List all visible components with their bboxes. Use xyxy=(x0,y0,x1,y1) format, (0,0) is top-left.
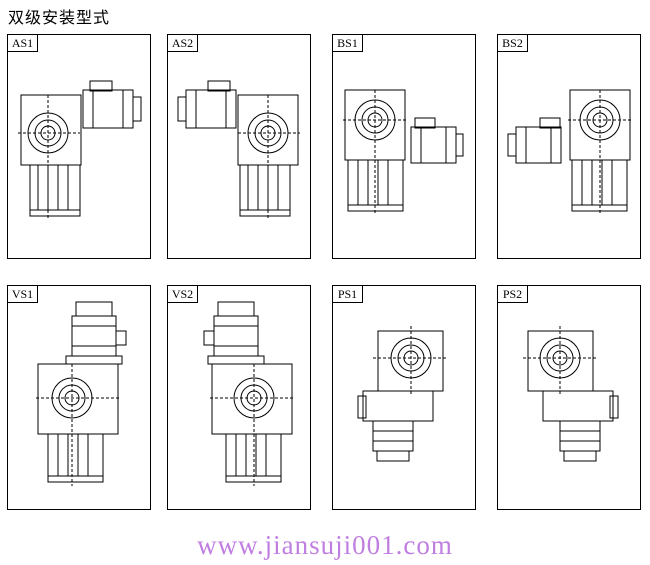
panel-label: VS1 xyxy=(8,286,38,303)
gearbox-drawing-vs2 xyxy=(203,301,294,486)
gearbox-drawing-as1 xyxy=(18,80,142,220)
panel-label: PS2 xyxy=(498,286,528,303)
gearbox-drawing-as2 xyxy=(177,80,300,220)
panel-vs2: VS2 xyxy=(167,285,311,510)
panel-bs2: BS2 xyxy=(497,34,641,259)
panel-label: PS1 xyxy=(333,286,363,303)
page-title: 双级安装型式 xyxy=(8,10,111,27)
panel-ps1: PS1 xyxy=(332,285,476,510)
gearbox-drawing-bs2 xyxy=(507,89,632,215)
gearbox-drawing-vs1 xyxy=(36,301,127,486)
panel-vs1: VS1 xyxy=(7,285,151,510)
gearbox-drawing-bs1 xyxy=(343,89,464,215)
panel-bs1: BS1 xyxy=(332,34,476,259)
panel-label: BS1 xyxy=(333,35,363,52)
panel-as1: AS1 xyxy=(7,34,151,259)
website-footer: www.jiansuji001.com xyxy=(197,530,453,560)
panel-label: AS1 xyxy=(8,35,38,52)
panel-ps2: PS2 xyxy=(497,285,641,510)
panel-label: BS2 xyxy=(498,35,528,52)
panel-label: VS2 xyxy=(168,286,198,303)
panel-label: AS2 xyxy=(168,35,198,52)
gearbox-drawing-ps2 xyxy=(523,326,619,462)
gearbox-drawing-ps1 xyxy=(357,326,448,462)
panel-as2: AS2 xyxy=(167,34,311,259)
